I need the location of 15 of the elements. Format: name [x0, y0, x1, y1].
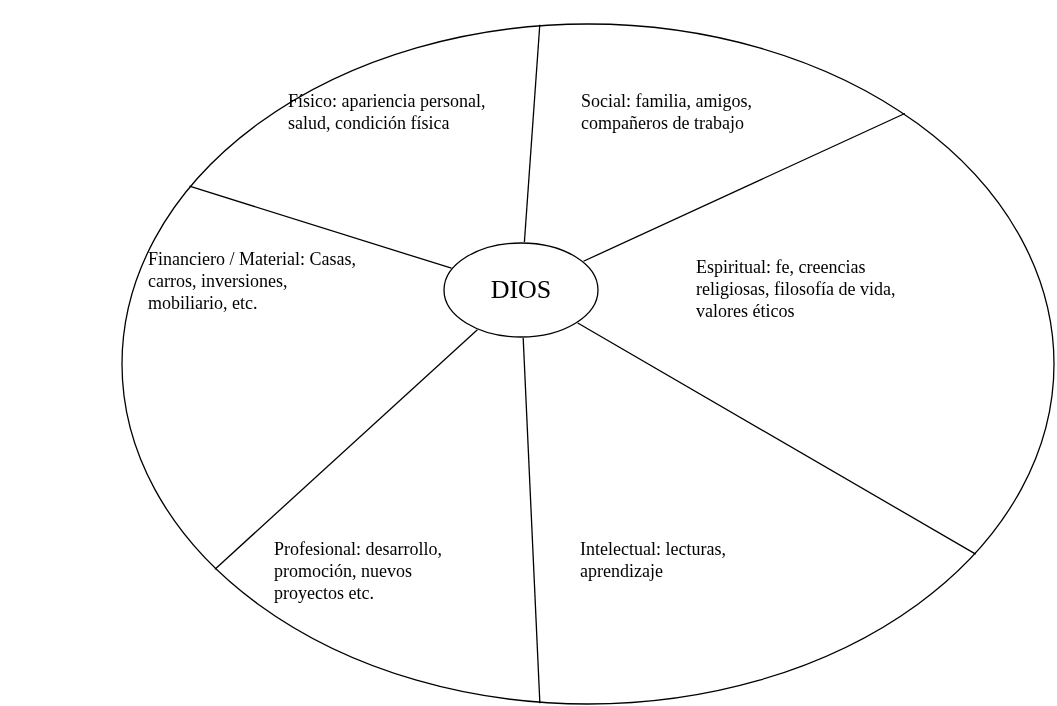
spoke-line — [214, 329, 479, 570]
sector-label: Financiero / Material: Casas, carros, inversiones, mobiliario, etc. — [148, 248, 357, 314]
spoke-line — [577, 322, 977, 555]
sector-label: Intelectual: lecturas, aprendizaje — [580, 538, 727, 582]
sector-label: Social: familia, amigos, compañeros de trabajo — [581, 90, 753, 134]
sector-label: Profesional: desarrollo, promoción, nuevos proyectos etc. — [274, 538, 443, 604]
sector-label: Espiritual: fe, creencias religiosas, filosofía de vida, valores éticos — [696, 256, 897, 322]
spoke-line — [188, 185, 453, 269]
wheel-ellipse — [121, 23, 1055, 705]
center-ellipse — [443, 242, 599, 338]
spoke-line — [582, 112, 906, 262]
sector-label: Físico: apariencia personal, salud, condición física — [288, 90, 487, 134]
spoke-line — [522, 337, 541, 704]
center-label: DIOS — [490, 275, 552, 305]
spoke-line — [523, 24, 541, 243]
